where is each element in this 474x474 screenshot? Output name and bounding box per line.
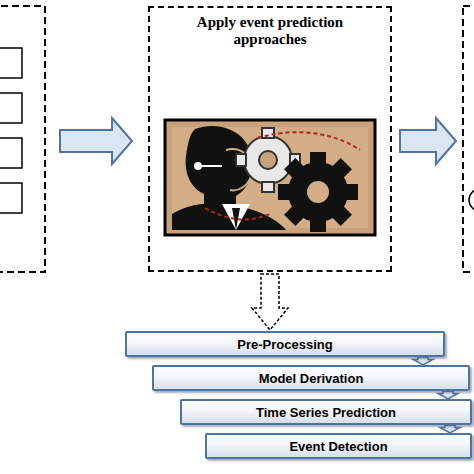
flow-arrow	[252, 274, 288, 330]
step-label: Time Series Prediction	[256, 405, 396, 420]
flow-arrow	[60, 118, 132, 164]
process-step-box: Model Derivation	[152, 365, 470, 391]
input-item	[0, 48, 22, 78]
flow-arrow	[438, 391, 458, 399]
stage-panel: Apply event prediction approaches	[148, 6, 392, 272]
input-item	[0, 93, 22, 123]
flow-arrow	[413, 357, 433, 365]
input-panel	[0, 6, 45, 272]
process-step-box: Event Detection	[205, 433, 472, 459]
step-label: Model Derivation	[259, 371, 364, 386]
output-circle	[469, 189, 474, 211]
process-step-box: Pre-Processing	[125, 331, 445, 357]
input-item	[0, 183, 22, 213]
input-item	[0, 138, 22, 168]
process-step-box: Time Series Prediction	[180, 399, 472, 425]
flow-arrow	[400, 118, 456, 164]
panel-title: Apply event prediction approaches	[160, 14, 380, 49]
step-label: Event Detection	[289, 439, 387, 454]
flow-arrow	[440, 425, 460, 433]
engineer-illustration	[165, 120, 375, 235]
output-panel	[463, 6, 474, 272]
step-label: Pre-Processing	[237, 337, 332, 352]
